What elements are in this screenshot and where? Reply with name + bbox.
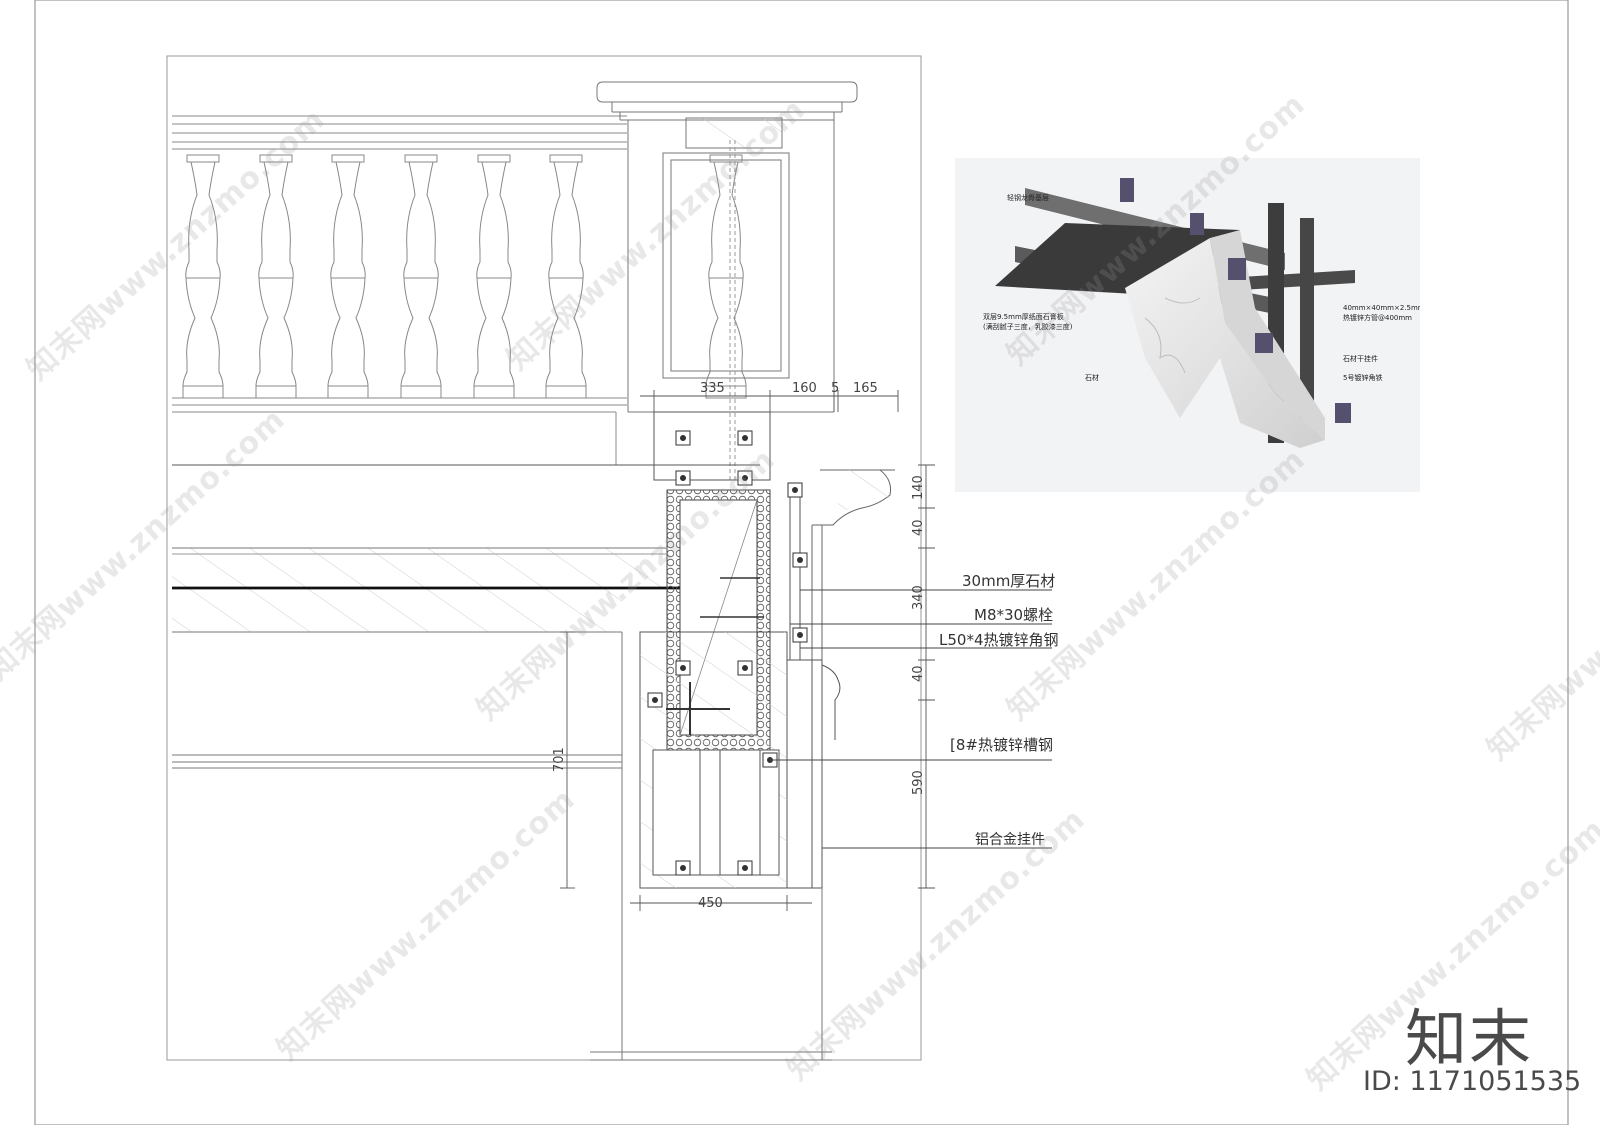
label-aluminum-hanger: 铝合金挂件 bbox=[975, 832, 1045, 848]
dim-340: 340 bbox=[911, 585, 926, 610]
dim-160: 160 bbox=[792, 381, 817, 396]
bolt-head bbox=[742, 865, 748, 871]
bolt-head bbox=[797, 557, 803, 563]
photo-label-angle-5: 5号镀锌角铁 bbox=[1343, 374, 1383, 382]
cornice bbox=[811, 469, 895, 660]
label-angle-l50: L50*4热镀锌角钢 bbox=[939, 631, 1059, 649]
dim-701: 701 bbox=[552, 747, 567, 772]
bolt-head bbox=[742, 435, 748, 441]
installation-photo: 轻钢龙骨基层 双层9.5mm厚纸面石膏板 (满刮腻子三度，乳胶漆三度) 石材 4… bbox=[955, 158, 1420, 492]
bolt-head bbox=[742, 665, 748, 671]
photo-illustration bbox=[995, 178, 1355, 448]
brand-logo: 知末 bbox=[1405, 1002, 1534, 1075]
baluster bbox=[473, 154, 515, 399]
balusters bbox=[182, 154, 747, 399]
dim-590: 590 bbox=[911, 770, 926, 795]
upper-steel-frame bbox=[172, 411, 771, 481]
baluster bbox=[705, 154, 747, 399]
label-channel-8: [8#热镀锌槽钢 bbox=[950, 736, 1053, 754]
drawing-frame bbox=[166, 55, 922, 1061]
image-id: ID: 1171051535 bbox=[1363, 1066, 1582, 1097]
bolt-head bbox=[792, 487, 798, 493]
bolt-head bbox=[680, 475, 686, 481]
pillar-cap bbox=[596, 81, 858, 480]
dim-335: 335 bbox=[700, 381, 725, 396]
balustrade bbox=[172, 115, 627, 465]
photo-label-stone: 石材 bbox=[1085, 374, 1099, 382]
dim-5: 5 bbox=[831, 381, 839, 396]
cross-bolt bbox=[666, 577, 764, 735]
dim-40-b: 40 bbox=[911, 665, 926, 682]
stone-cladding bbox=[789, 490, 841, 888]
dim-165: 165 bbox=[853, 381, 878, 396]
dim-450: 450 bbox=[698, 896, 723, 911]
outer-frame bbox=[34, 0, 1569, 1125]
photo-label-gypsum-2: (满刮腻子三度，乳胶漆三度) bbox=[983, 323, 1073, 331]
dim-140: 140 bbox=[911, 475, 926, 500]
baluster bbox=[182, 154, 224, 399]
bolt-head bbox=[742, 475, 748, 481]
bolt-head bbox=[680, 865, 686, 871]
dim-40-a: 40 bbox=[911, 519, 926, 536]
photo-label-tube-1: 40mm×40mm×2.5mm bbox=[1343, 304, 1420, 312]
label-stone-30mm: 30mm厚石材 bbox=[962, 572, 1055, 590]
label-bolt-m8: M8*30螺栓 bbox=[974, 606, 1053, 624]
bolt-head bbox=[652, 697, 658, 703]
photo-label-gypsum-1: 双层9.5mm厚纸面石膏板 bbox=[983, 313, 1064, 321]
dimension-lines bbox=[560, 390, 935, 911]
baluster bbox=[327, 154, 369, 399]
photo-label-light-steel: 轻钢龙骨基层 bbox=[1007, 194, 1049, 202]
column-below bbox=[172, 754, 832, 1061]
bolt-head bbox=[680, 665, 686, 671]
baluster bbox=[255, 154, 297, 399]
photo-label-tube-2: 热镀锌方管@400mm bbox=[1343, 314, 1412, 322]
baluster bbox=[400, 154, 442, 399]
concrete-slab bbox=[172, 500, 686, 890]
baluster bbox=[545, 154, 587, 399]
bolt-head bbox=[797, 632, 803, 638]
photo-label-dry-hanger: 石材干挂件 bbox=[1343, 355, 1378, 363]
bolt-head bbox=[680, 435, 686, 441]
